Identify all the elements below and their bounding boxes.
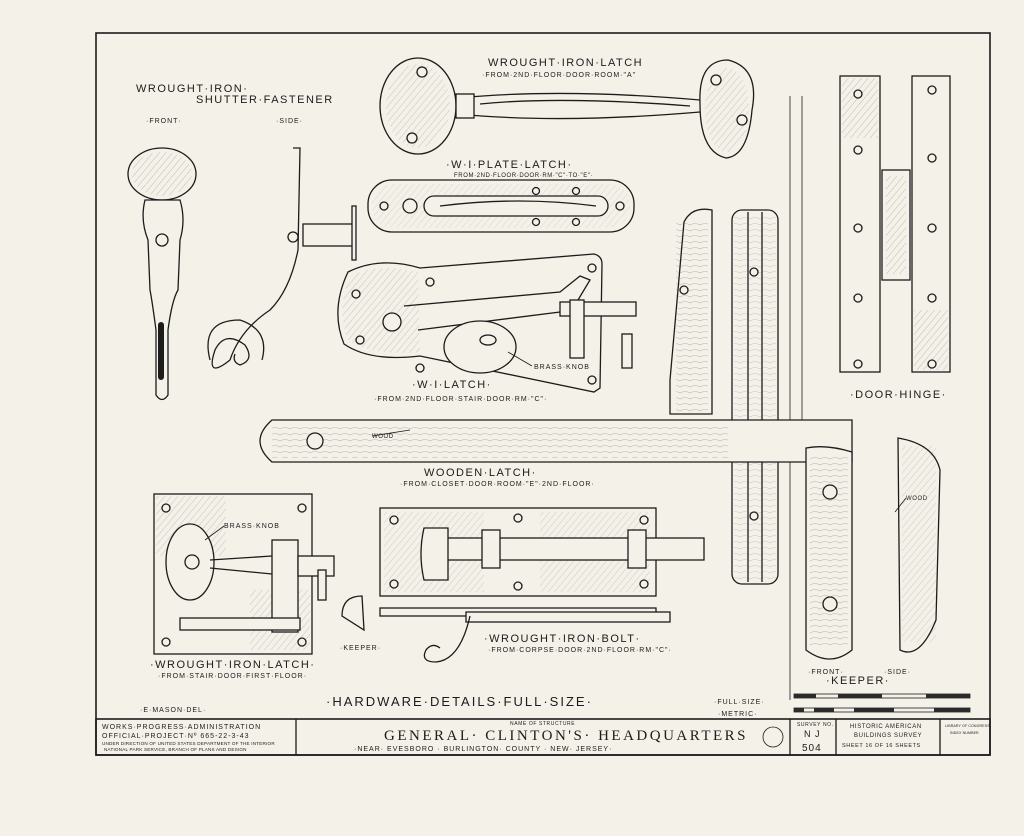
structure-name: GENERAL· CLINTON'S· HEADQUARTERS bbox=[384, 728, 748, 744]
scale-bar bbox=[793, 693, 971, 713]
shutter-front-label: ·FRONT· bbox=[146, 118, 182, 125]
wood-section-drawing bbox=[669, 96, 803, 700]
keeper-label-small: ·KEEPER· bbox=[340, 645, 381, 652]
habs-line-1: HISTORIC AMERICAN bbox=[850, 724, 922, 730]
metric-label: ·METRIC· bbox=[718, 711, 758, 718]
structure-name-label: NAME OF STRUCTURE bbox=[510, 721, 575, 727]
shutter-title-line2: SHUTTER·FASTENER bbox=[196, 94, 334, 106]
latch-room-a-drawing: WROUGHT·IRON·LATCH ·FROM·2ND·FLOOR·DOOR·… bbox=[379, 57, 755, 159]
latch-stair-drawing: BRASS·KNOB ·KEEPER· ·WROUGHT·IRON·LATCH·… bbox=[150, 493, 381, 680]
latch-a-subtitle: ·FROM·2ND·FLOOR·DOOR·ROOM·"A" bbox=[482, 72, 636, 79]
wooden-latch-title: WOODEN·LATCH· bbox=[424, 467, 537, 479]
title-block: WORKS·PROGRESS·ADMINISTRATION OFFICIAL·P… bbox=[95, 718, 991, 756]
survey-state: N J bbox=[804, 729, 821, 739]
survey-number-label: SURVEY NO. bbox=[797, 722, 834, 728]
wpa-line-3: UNDER DIRECTION OF UNITED STATES DEPARTM… bbox=[102, 741, 275, 746]
brass-knob-label-1: BRASS·KNOB bbox=[534, 364, 590, 371]
latch-stair-subtitle: ·FROM·STAIR·DOOR·FIRST·FLOOR· bbox=[158, 673, 307, 680]
wood-label-2: WOOD bbox=[906, 496, 928, 502]
plate-latch-subtitle: FROM·2ND·FLOOR·DOOR·RM·"C"·TO·"E"· bbox=[454, 173, 593, 179]
sheet-title: ·HARDWARE·DETAILS·FULL·SIZE· bbox=[326, 694, 593, 709]
door-hinge-label: ·DOOR·HINGE· bbox=[850, 389, 947, 401]
keeper-title: ·KEEPER· bbox=[826, 675, 890, 687]
plate-latch-drawing: ·W·I·PLATE·LATCH· FROM·2ND·FLOOR·DOOR·RM… bbox=[367, 159, 635, 233]
shutter-side-label: ·SIDE· bbox=[276, 118, 303, 125]
latch-stair-title: ·WROUGHT·IRON·LATCH· bbox=[150, 659, 315, 671]
shutter-fastener-drawing: WROUGHT·IRON· SHUTTER·FASTENER ·FRONT· ·… bbox=[127, 83, 357, 401]
plate-latch-title: ·W·I·PLATE·LATCH· bbox=[446, 159, 573, 171]
library-line-1: LIBRARY OF CONGRESS bbox=[945, 724, 990, 728]
latch-a-title: WROUGHT·IRON·LATCH bbox=[488, 57, 643, 69]
sheet-number: SHEET 16 OF 16 SHEETS bbox=[842, 743, 921, 749]
keeper-front-label: ·FRONT· bbox=[808, 669, 844, 676]
wi-latch-title: ·W·I·LATCH· bbox=[412, 379, 492, 391]
structure-location: ·NEAR· EVESBORO · BURLINGTON· COUNTY · N… bbox=[354, 746, 612, 753]
wooden-latch-subtitle: ·FROM·CLOSET·DOOR·ROOM·"E"·2ND·FLOOR· bbox=[400, 481, 595, 488]
wpa-line-4: NATIONAL PARK SERVICE, BRANCH OF PLANS A… bbox=[104, 747, 247, 752]
bolt-title: ·WROUGHT·IRON·BOLT· bbox=[484, 633, 641, 645]
full-size-label: ·FULL·SIZE· bbox=[714, 699, 765, 706]
delineator-label: ·E·MASON·DEL· bbox=[140, 707, 206, 714]
wpa-line-2: OFFICIAL·PROJECT·Nº 665-22-3-43 bbox=[102, 733, 250, 740]
door-hinge-drawing: ·DOOR·HINGE· bbox=[839, 75, 951, 401]
iron-bolt-drawing: ·WROUGHT·IRON·BOLT· ·FROM·CORPSE·DOOR·2N… bbox=[379, 507, 705, 663]
shutter-title-line1: WROUGHT·IRON· bbox=[136, 83, 248, 95]
survey-number: 504 bbox=[802, 743, 822, 754]
brass-knob-label-2: BRASS·KNOB bbox=[224, 523, 280, 530]
keeper-side-label: ·SIDE· bbox=[884, 669, 911, 676]
habs-line-2: BUILDINGS SURVEY bbox=[854, 733, 922, 739]
wooden-latch-drawing: WOOD WOODEN·LATCH· ·FROM·CLOSET·DOOR·ROO… bbox=[259, 419, 941, 687]
library-line-2: INDEX NUMBER bbox=[950, 731, 979, 735]
wpa-line-1: WORKS·PROGRESS·ADMINISTRATION bbox=[102, 724, 261, 731]
bolt-subtitle: ·FROM·CORPSE·DOOR·2ND·FLOOR·RM·"C"· bbox=[488, 647, 672, 654]
wi-latch-drawing: BRASS·KNOB ·W·I·LATCH· ·FROM·2ND·FLOOR·S… bbox=[337, 253, 637, 403]
wood-label-1: WOOD bbox=[372, 434, 394, 440]
wi-latch-subtitle: ·FROM·2ND·FLOOR·STAIR·DOOR·RM·"C"· bbox=[374, 396, 547, 403]
